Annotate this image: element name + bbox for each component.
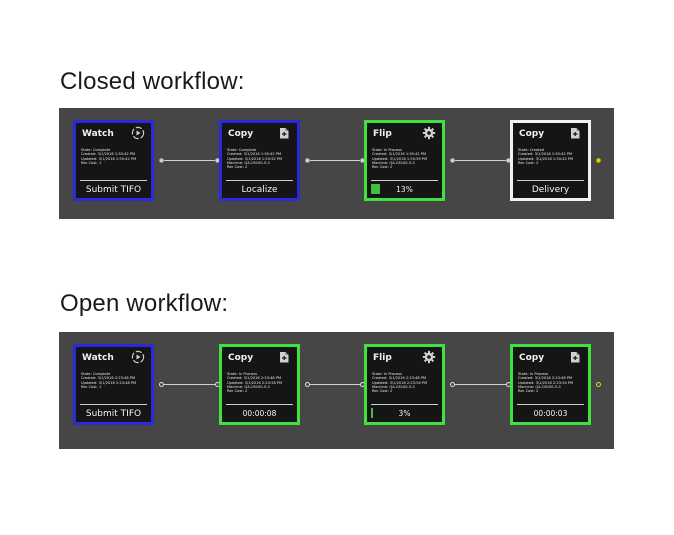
node-title: Flip: [373, 353, 392, 363]
copy-document-icon: [280, 352, 289, 363]
connector-line: [164, 160, 219, 161]
output-port[interactable]: [450, 382, 455, 387]
divider: [80, 180, 147, 181]
node-title: Copy: [519, 353, 545, 363]
connector-line: [455, 160, 510, 161]
output-port[interactable]: [305, 158, 310, 163]
progress-percent: 3%: [398, 409, 411, 418]
node-label: Submit TIFO: [85, 185, 142, 195]
output-port[interactable]: [305, 382, 310, 387]
output-port[interactable]: [159, 382, 164, 387]
divider: [371, 404, 438, 405]
elapsed-time: 00:00:03: [533, 409, 568, 418]
connector-line: [455, 384, 510, 385]
node-title: Watch: [82, 129, 114, 139]
progress-percent: 13%: [396, 185, 413, 194]
divider: [517, 180, 584, 181]
divider: [80, 404, 147, 405]
elapsed-time: 00:00:08: [242, 409, 277, 418]
progress-bar-fill: [371, 408, 373, 418]
node-title: Copy: [519, 129, 545, 139]
node-title: Copy: [228, 353, 254, 363]
play-circle-icon: [131, 350, 145, 364]
node-label: Delivery: [531, 185, 570, 195]
divider: [226, 404, 293, 405]
divider: [517, 404, 584, 405]
connector-line: [164, 384, 219, 385]
output-port[interactable]: [159, 158, 164, 163]
open-workflow-title: Open workflow:: [60, 290, 229, 317]
closed-workflow-title: Closed workflow:: [60, 68, 245, 95]
connector-line: [310, 160, 365, 161]
gear-icon: [422, 350, 436, 364]
terminal-output-port[interactable]: [596, 382, 601, 387]
play-circle-icon: [131, 126, 145, 140]
gear-icon: [422, 126, 436, 140]
node-label: Submit TIFO: [85, 409, 142, 419]
node-title: Flip: [373, 129, 392, 139]
output-port[interactable]: [450, 158, 455, 163]
terminal-output-port[interactable]: [596, 158, 601, 163]
divider: [226, 180, 293, 181]
progress-bar-fill: [371, 184, 380, 194]
divider: [371, 180, 438, 181]
copy-document-icon: [571, 128, 580, 139]
node-label: Localize: [241, 185, 278, 195]
node-title: Watch: [82, 353, 114, 363]
connector-line: [310, 384, 365, 385]
node-title: Copy: [228, 129, 254, 139]
copy-document-icon: [280, 128, 289, 139]
copy-document-icon: [571, 352, 580, 363]
